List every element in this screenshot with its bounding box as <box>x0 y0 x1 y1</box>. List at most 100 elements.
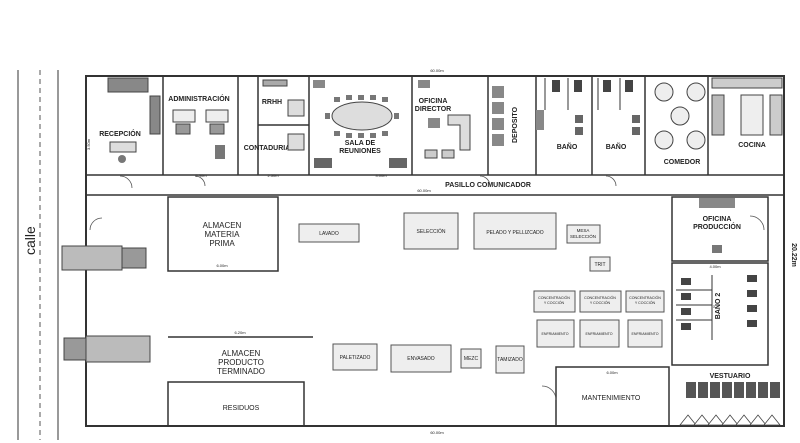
director-label-1: OFICINA <box>419 98 448 105</box>
almacen-mp-walls <box>167 196 279 272</box>
station-envasado: ENVASADO <box>407 356 435 362</box>
pasillo-label: PASILLO COMUNICADOR <box>445 182 531 189</box>
chair <box>118 155 126 163</box>
stations <box>298 212 665 374</box>
toilets <box>552 80 633 92</box>
station-enfriamiento-b: ENFRIAMIENTO <box>585 332 612 336</box>
shelf <box>262 79 288 87</box>
desk <box>287 133 305 151</box>
station-concentracion-c-1: CONCENTRACIÓN <box>629 295 661 300</box>
bano-b-label: BAÑO <box>606 142 627 151</box>
oficina-produccion-label-2: PRODUCCIÓN <box>693 222 741 231</box>
dim-mantenimiento: 6.00m <box>606 370 618 375</box>
meeting-chairs <box>325 95 399 138</box>
station-enfriamiento-a: ENFRIAMIENTO <box>541 332 568 336</box>
station-lavado: LAVADO <box>319 231 339 237</box>
meeting-table <box>331 101 393 131</box>
comedor-label: COMEDOR <box>664 159 701 166</box>
almacen-pt-label-2: PRODUCTO <box>218 358 264 367</box>
chair <box>428 118 440 128</box>
cabinet <box>215 145 225 159</box>
truck-top <box>61 245 147 271</box>
dim-administracion: 2.30m <box>195 173 207 178</box>
dim-contaduria: 2.50m <box>267 173 279 178</box>
street-label: calle <box>22 226 38 255</box>
l-desk <box>447 114 471 151</box>
station-concentracion-c-2: Y COCCIÓN <box>635 300 656 305</box>
dim-recepcion: 3.50m <box>86 138 91 150</box>
station-concentracion-b-2: Y COCCIÓN <box>590 300 611 305</box>
residuos-walls <box>167 381 305 427</box>
bano-2-walls <box>671 262 769 366</box>
oficina-produccion-label-1: OFICINA <box>703 216 732 223</box>
dim-almacen-mp: 6.00m <box>216 263 228 268</box>
vestuario-label: VESTUARIO <box>710 373 751 380</box>
door-swings <box>89 175 765 401</box>
almacen-mp-label-1: ALMACEN <box>203 221 242 230</box>
dim-sala: 4.00m <box>375 173 387 178</box>
station-trit: TRIT <box>594 262 605 268</box>
desk <box>699 198 735 208</box>
station-mezc: MEZC <box>464 356 479 362</box>
station-pelado: PELADO Y PELLIZCADO <box>486 230 543 236</box>
chair <box>712 245 722 253</box>
station-concentracion-a-2: Y COCCIÓN <box>544 300 565 305</box>
kitchen-island <box>740 94 764 136</box>
reception-desk <box>109 141 137 153</box>
recepcion-label: RECEPCIÓN <box>99 129 141 138</box>
sofa <box>149 95 161 135</box>
toilet-stalls <box>676 275 713 340</box>
bano-2-label: BAÑO 2 <box>713 293 722 320</box>
dim-bano2: 4.00m <box>709 264 721 269</box>
outer-wall <box>85 75 785 427</box>
almacen-pt-label-1: ALMACEN <box>222 349 261 358</box>
desk <box>287 99 305 117</box>
residuos-label: RESIDUOS <box>223 405 260 412</box>
plant <box>313 80 325 88</box>
dim-total-height: 20.22m <box>790 243 797 267</box>
sofa <box>314 158 332 168</box>
station-concentracion-a-1: CONCENTRACIÓN <box>538 295 570 300</box>
dim-corridor: 60.00m <box>417 188 431 193</box>
cabinet <box>418 80 430 88</box>
stove <box>711 94 725 136</box>
station-concentracion-b-1: CONCENTRACIÓN <box>584 295 616 300</box>
deposito-label: DEPOSITO <box>512 106 519 143</box>
station-seleccion: SELECCIÓN <box>417 228 446 235</box>
lockers <box>686 382 780 398</box>
desk <box>172 109 196 123</box>
almacen-mp-label-2: MATERIA <box>205 230 241 239</box>
sinks <box>575 115 640 135</box>
oficina-produccion-walls <box>671 196 769 262</box>
shelves <box>492 86 504 146</box>
dim-almacen-pt: 6.20m <box>234 330 246 335</box>
station-enfriamiento-c: ENFRIAMIENTO <box>631 332 658 336</box>
rrhh-label: RRHH <box>262 99 282 106</box>
desk <box>205 109 229 123</box>
chair <box>175 123 191 135</box>
dining-tables <box>654 82 706 150</box>
station-mesa-seleccion-1: MESA <box>577 228 590 233</box>
chair <box>209 123 225 135</box>
administracion-label: ADMINISTRACIÓN <box>168 94 229 103</box>
counter <box>769 94 783 136</box>
dim-total-width-bottom: 60.00m <box>430 430 444 435</box>
cabinet <box>536 110 544 130</box>
mantenimiento-label: MANTENIMIENTO <box>582 395 641 402</box>
counter <box>711 77 783 89</box>
contaduria-label: CONTADURIA <box>244 145 291 152</box>
station-tamizado: TAMIZADO <box>497 357 523 363</box>
sofa <box>107 77 149 93</box>
truck-bottom <box>63 335 151 363</box>
toilet-stalls <box>544 78 621 110</box>
director-label-2: DIRECTOR <box>415 106 451 113</box>
sofa <box>389 158 407 168</box>
sala-label-1: SALA DE <box>345 140 376 147</box>
station-mesa-seleccion-2: SELECCIÓN <box>570 233 596 239</box>
sala-label-2: REUNIONES <box>339 148 381 155</box>
toilets <box>681 275 757 330</box>
dim-total-width-top: 60.00m <box>430 68 444 73</box>
benches <box>679 414 781 426</box>
almacen-pt-label-3: TERMINADO <box>217 367 265 376</box>
